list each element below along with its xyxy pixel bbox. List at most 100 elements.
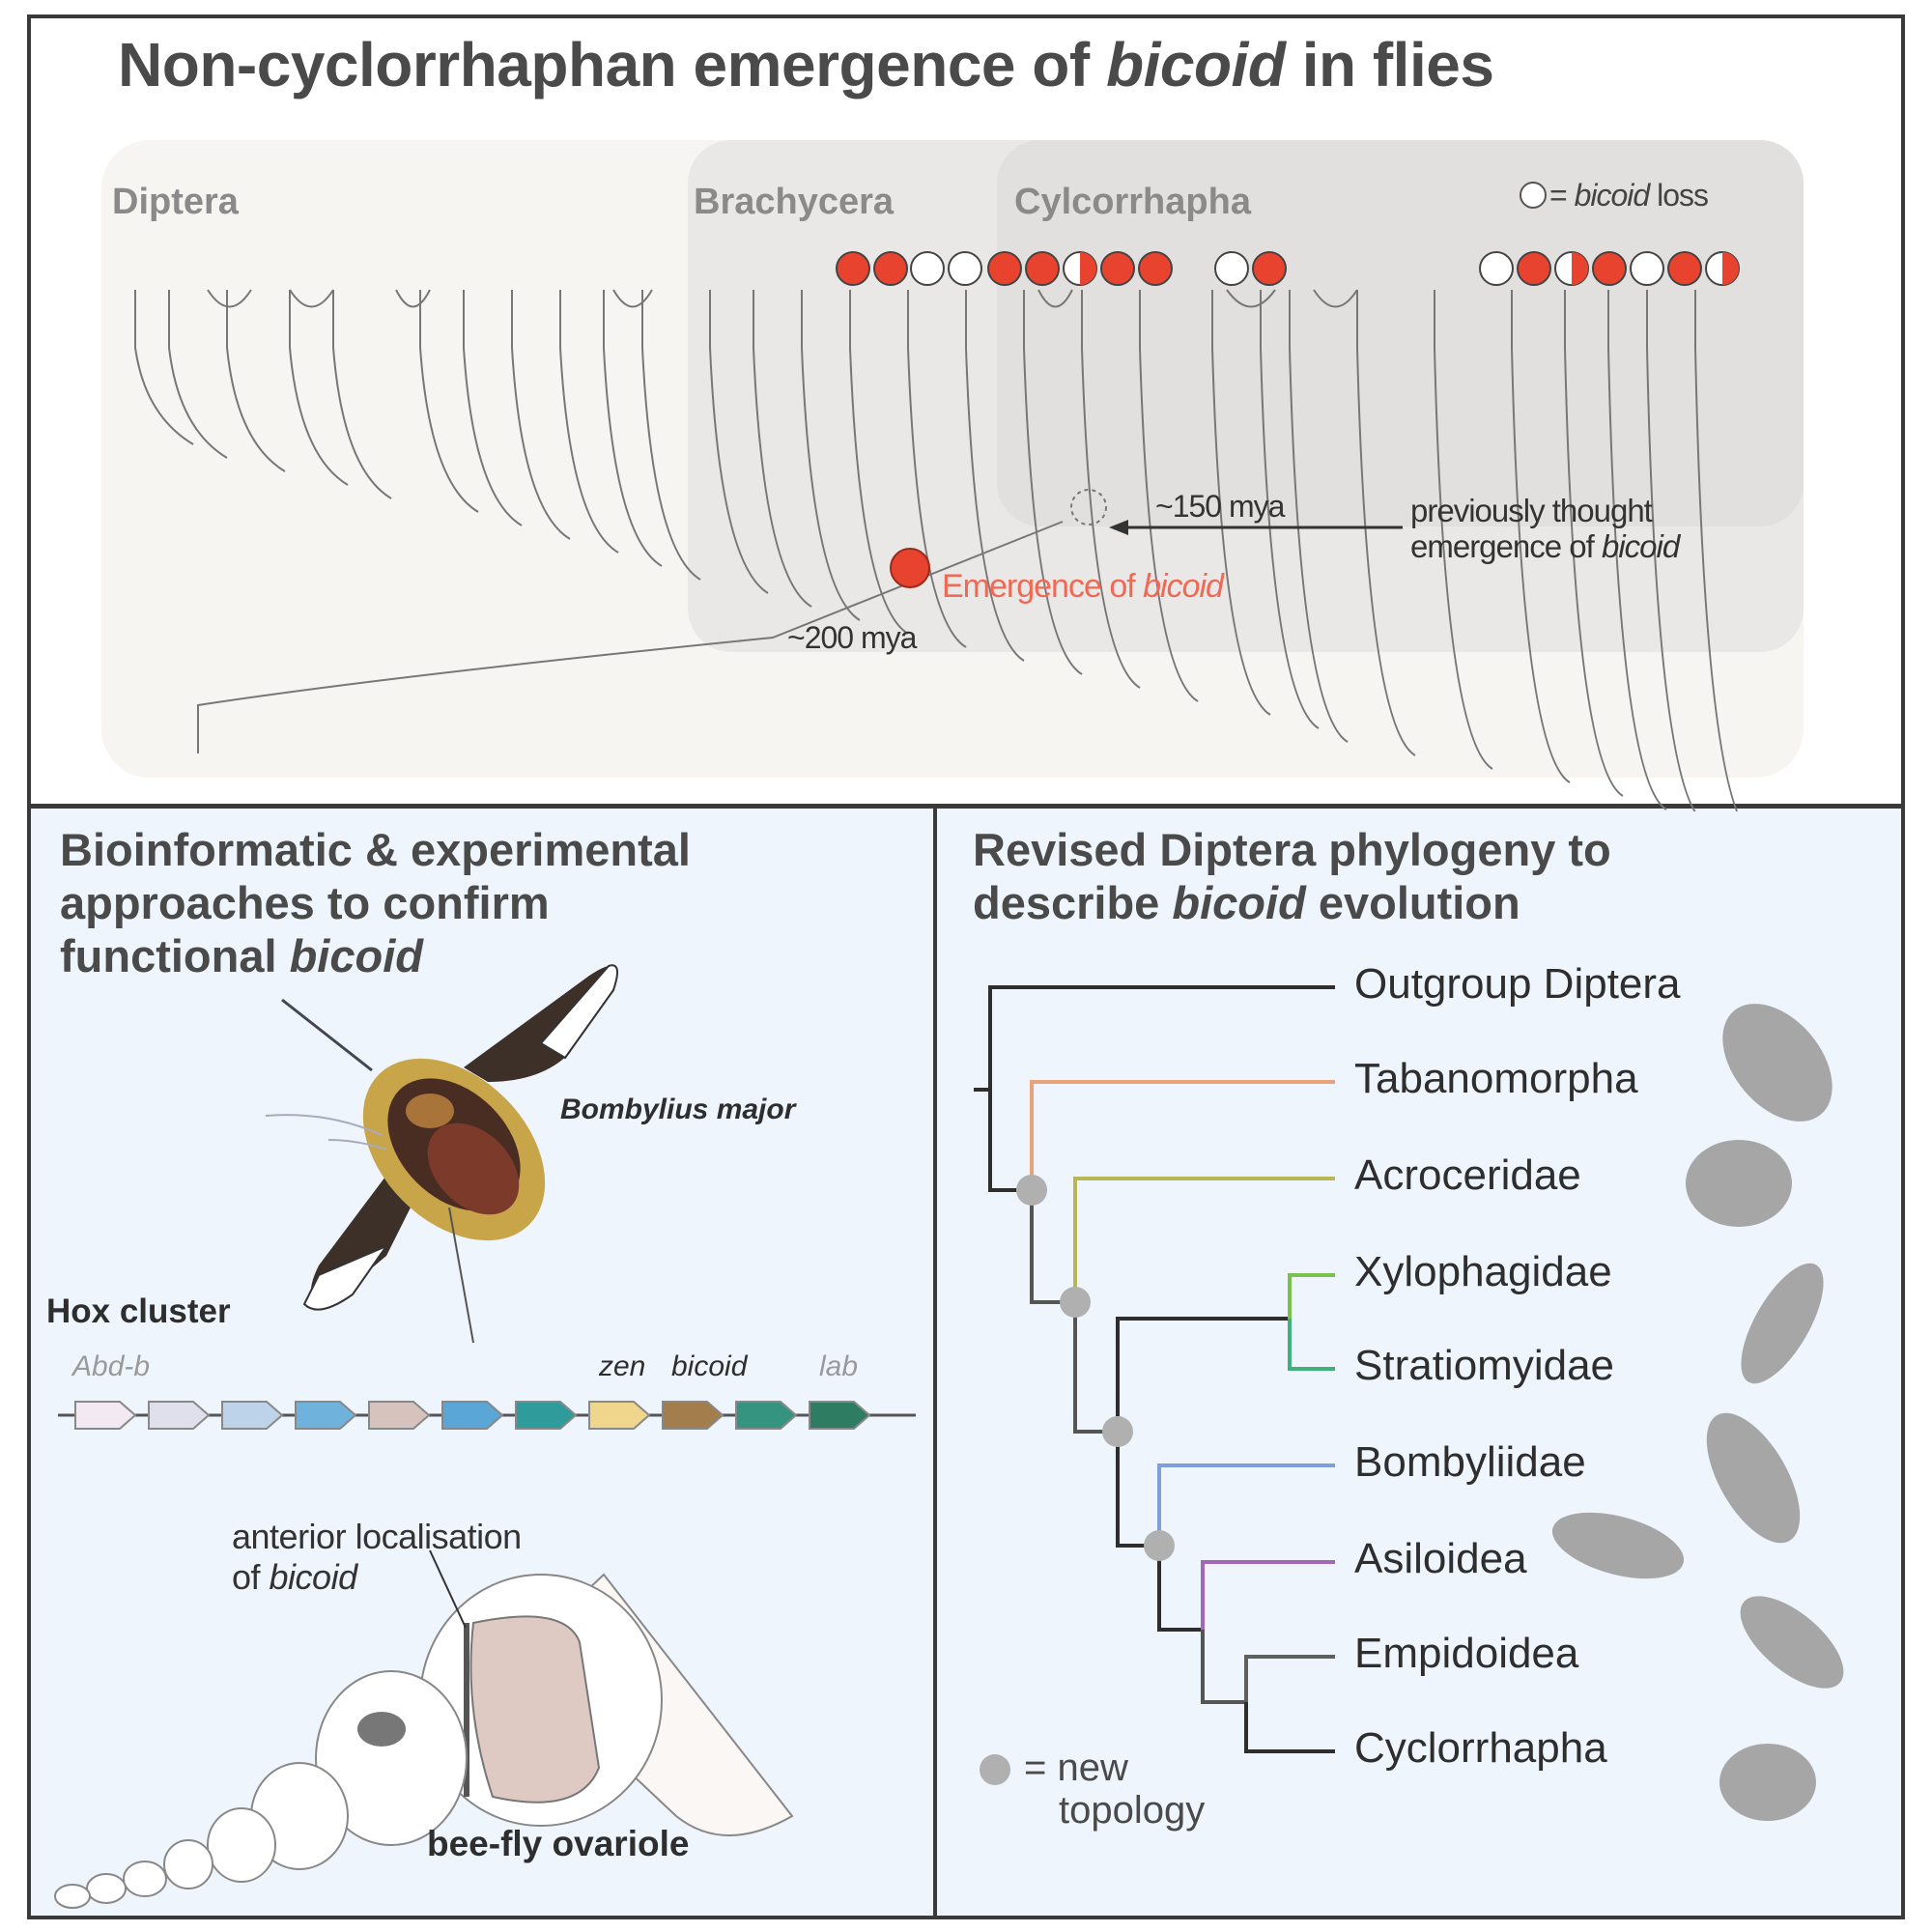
hox-genes bbox=[74, 1401, 871, 1430]
bottom-left-title-line2: approaches to confirm bbox=[60, 877, 550, 928]
taxon-label: Xylophagidae bbox=[1354, 1248, 1612, 1295]
germarium-segment bbox=[163, 1839, 213, 1889]
fly-silhouette-icon bbox=[1722, 1004, 1833, 1122]
tree-branch bbox=[1157, 1546, 1203, 1632]
hox-gene-arrow bbox=[148, 1401, 211, 1430]
tree-branch bbox=[463, 290, 523, 526]
tree-branch bbox=[1201, 1560, 1335, 1630]
tip-circle-present bbox=[1025, 251, 1060, 286]
ovariole-annotation-line2: of bicoid bbox=[232, 1557, 357, 1597]
tree-branch bbox=[907, 290, 967, 648]
tree-branch bbox=[289, 290, 349, 486]
oocyte bbox=[469, 1615, 601, 1804]
gene-label-bicoid: bicoid bbox=[671, 1350, 748, 1382]
hox-gene-arrow bbox=[368, 1401, 431, 1430]
tip-circle-present bbox=[1667, 251, 1702, 286]
tree-branch bbox=[753, 290, 812, 608]
hox-gene-arrow bbox=[662, 1401, 724, 1430]
tree-branch bbox=[1607, 290, 1667, 810]
previous-emergence-line1: previously thought bbox=[1410, 493, 1653, 528]
tree-branch bbox=[1646, 290, 1696, 811]
tree-branch bbox=[1030, 1190, 1075, 1304]
hox-gene-arrow bbox=[588, 1401, 651, 1430]
tip-circles bbox=[836, 251, 1740, 286]
tree-branch bbox=[1260, 290, 1320, 729]
tree-fork bbox=[1313, 289, 1358, 308]
taxon-label: Acroceridae bbox=[1354, 1151, 1581, 1199]
previous-emergence-node bbox=[1070, 489, 1107, 526]
hox-gene-arrow bbox=[515, 1401, 578, 1430]
bottom-right-panel bbox=[937, 809, 1901, 1916]
tree-branch bbox=[1564, 290, 1624, 797]
nurse-cell-nucleus bbox=[357, 1712, 406, 1747]
tree-fork bbox=[1037, 289, 1073, 308]
tip-circle-present bbox=[1252, 251, 1287, 286]
top-phylogeny bbox=[101, 140, 1804, 811]
bottom-right-title-line2: describe bicoid evolution bbox=[973, 877, 1520, 928]
tree-branch bbox=[1211, 290, 1271, 716]
taxon-label: Empidoidea bbox=[1354, 1630, 1579, 1677]
fly-silhouette-icon bbox=[1551, 1512, 1685, 1579]
tree-fork bbox=[207, 289, 252, 308]
tree-branch bbox=[1081, 290, 1141, 689]
tree-branch bbox=[332, 290, 392, 499]
taxon-label: Stratiomyidae bbox=[1354, 1342, 1615, 1389]
tree-branch bbox=[965, 290, 1025, 662]
tip-circle-loss bbox=[1630, 251, 1664, 286]
fly-leg bbox=[327, 1139, 387, 1151]
tree-branch bbox=[1073, 1177, 1335, 1302]
tree-branch bbox=[1116, 1432, 1159, 1548]
tip-circle-present bbox=[1517, 251, 1551, 286]
tip-circle-loss bbox=[910, 251, 945, 286]
legend-new-topology-icon bbox=[980, 1754, 1010, 1785]
tip-circle-loss bbox=[1479, 251, 1514, 286]
tip-circle-present bbox=[1138, 251, 1173, 286]
tip-circle-present bbox=[1100, 251, 1135, 286]
new-topology-node bbox=[1102, 1416, 1133, 1447]
legend-loss-icon bbox=[1520, 182, 1547, 209]
annotation-pointer bbox=[429, 1549, 467, 1629]
tree-fork bbox=[289, 289, 334, 308]
hox-gene-arrow bbox=[441, 1401, 504, 1430]
tip-circle-loss bbox=[948, 251, 982, 286]
new-topology-node bbox=[1144, 1530, 1175, 1561]
new-topology-legend: = new topology bbox=[1024, 1747, 1205, 1832]
tree-branch bbox=[419, 290, 479, 513]
new-topology-node bbox=[1060, 1287, 1091, 1318]
tree-branch bbox=[1694, 290, 1739, 811]
tree-branch bbox=[511, 290, 571, 540]
hox-gene-arrow bbox=[735, 1401, 798, 1430]
clade-label-diptera: Diptera bbox=[112, 182, 239, 222]
bottom-right-title: Revised Diptera phylogeny to describe bi… bbox=[973, 823, 1611, 929]
tree-branch bbox=[1157, 1463, 1335, 1546]
tree-branch bbox=[1434, 290, 1493, 770]
hox-gene-arrow bbox=[74, 1401, 137, 1430]
new-topology-nodes bbox=[1016, 1175, 1175, 1561]
tree-branch bbox=[559, 290, 619, 554]
taxon-label: Asiloidea bbox=[1354, 1535, 1527, 1582]
hox-gene-arrow bbox=[809, 1401, 871, 1430]
tree-branch bbox=[603, 290, 663, 567]
gene-label-abd-b: Abd-b bbox=[72, 1350, 151, 1382]
tree-branch bbox=[168, 290, 228, 459]
legend-line2: topology bbox=[1059, 1789, 1206, 1832]
fly-silhouettes bbox=[1551, 1004, 1844, 1821]
fly-wing-upper bbox=[464, 966, 614, 1082]
legend-line1: = new bbox=[1024, 1747, 1128, 1789]
tree-branch bbox=[1356, 290, 1416, 756]
hox-gene-arrow bbox=[295, 1401, 357, 1430]
bottom-right-title-line1: Revised Diptera phylogeny to bbox=[973, 824, 1611, 875]
gene-label-zen: zen bbox=[599, 1350, 646, 1382]
horizontal-divider bbox=[27, 804, 1905, 809]
tree-branch bbox=[1201, 1630, 1246, 1704]
arrow-head-icon bbox=[1109, 520, 1128, 535]
germarium-segment bbox=[123, 1861, 167, 1897]
tree-branch bbox=[849, 290, 909, 635]
species-label: Bombylius major bbox=[560, 1094, 796, 1125]
figure-frame bbox=[27, 14, 1905, 1919]
tree-branch bbox=[1030, 1080, 1335, 1190]
tree-branch bbox=[1139, 290, 1199, 702]
fly-silhouette-icon bbox=[1740, 1596, 1844, 1689]
taxon-label: Outgroup Diptera bbox=[1354, 960, 1681, 1008]
